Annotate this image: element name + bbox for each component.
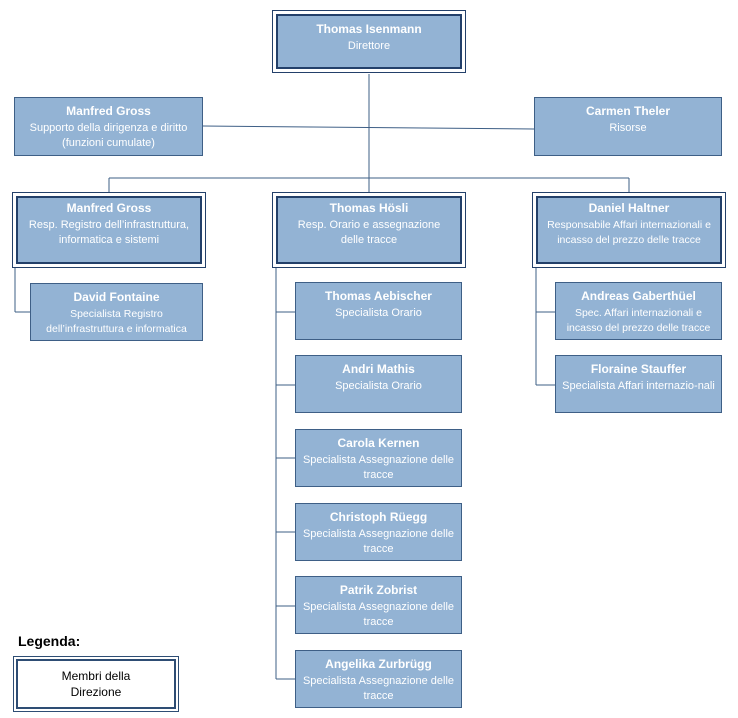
- head-name: Daniel Haltner: [588, 201, 670, 215]
- member-box: Floraine Stauffer Specialista Affari int…: [555, 355, 722, 413]
- member-role: Specialista Assegnazione delle tracce: [302, 675, 455, 702]
- member-name: Christoph Rüegg: [329, 510, 428, 524]
- head-role: Responsabile Affari internazionali e inc…: [547, 219, 711, 246]
- member-role: Specialista Affari internazio-nali: [562, 380, 715, 392]
- director-role: Direttore: [347, 40, 391, 52]
- member-box: David Fontaine Specialista Registro dell…: [30, 283, 203, 341]
- director-name: Thomas Isenmann: [316, 22, 422, 36]
- staff-left-name: Manfred Gross: [66, 104, 151, 118]
- head-box: Daniel Haltner Responsabile Affari inter…: [532, 192, 726, 268]
- head-box: Manfred Gross Resp. Registro dell’infras…: [12, 192, 206, 268]
- member-role: Specialista Orario: [335, 307, 422, 319]
- head-role: Resp. Orario e assegnazione delle tracce: [297, 219, 441, 246]
- head-name: Thomas Hösli: [329, 201, 409, 215]
- member-role: Specialista Assegnazione delle tracce: [302, 454, 455, 481]
- member-box: Patrik Zobrist Specialista Assegnazione …: [295, 576, 462, 634]
- staff-left-box: Manfred Gross Supporto della dirigenza e…: [14, 97, 203, 156]
- member-name: Floraine Stauffer: [590, 362, 687, 376]
- member-role: Specialista Orario: [335, 380, 422, 392]
- member-role: Specialista Assegnazione delle tracce: [302, 528, 455, 555]
- staff-right-role: Risorse: [609, 122, 647, 134]
- staff-left-role: Supporto della dirigenza e diritto (funz…: [29, 122, 188, 149]
- member-name: Angelika Zurbrügg: [325, 657, 432, 671]
- member-role: Spec. Affari internazionali e incasso de…: [566, 307, 711, 334]
- member-box: Christoph Rüegg Specialista Assegnazione…: [295, 503, 462, 561]
- legend-label: Membri della Direzione: [61, 669, 131, 699]
- member-role: Specialista Assegnazione delle tracce: [302, 601, 455, 628]
- legend-title: Legenda:: [18, 633, 81, 649]
- head-name: Manfred Gross: [66, 201, 152, 215]
- member-box: Andri Mathis Specialista Orario: [295, 355, 462, 413]
- staff-right-name: Carmen Theler: [585, 104, 671, 118]
- legend-box: Membri della Direzione: [13, 656, 179, 712]
- member-name: Thomas Aebischer: [325, 289, 432, 303]
- head-box: Thomas Hösli Resp. Orario e assegnazione…: [272, 192, 466, 268]
- member-name: David Fontaine: [73, 290, 160, 304]
- member-name: Patrik Zobrist: [339, 583, 418, 597]
- director-box: Thomas Isenmann Direttore: [272, 10, 466, 73]
- member-role: Specialista Registro dell’infrastruttura…: [46, 308, 187, 335]
- staff-right-box: Carmen Theler Risorse: [534, 97, 722, 156]
- member-box: Thomas Aebischer Specialista Orario: [295, 282, 462, 340]
- member-box: Carola Kernen Specialista Assegnazione d…: [295, 429, 462, 487]
- head-role: Resp. Registro dell’infrastruttura, info…: [28, 219, 190, 246]
- member-name: Andreas Gaberthüel: [581, 289, 696, 303]
- member-name: Andri Mathis: [342, 362, 415, 376]
- member-box: Andreas Gaberthüel Spec. Affari internaz…: [555, 282, 722, 340]
- member-name: Carola Kernen: [337, 436, 420, 450]
- member-box: Angelika Zurbrügg Specialista Assegnazio…: [295, 650, 462, 708]
